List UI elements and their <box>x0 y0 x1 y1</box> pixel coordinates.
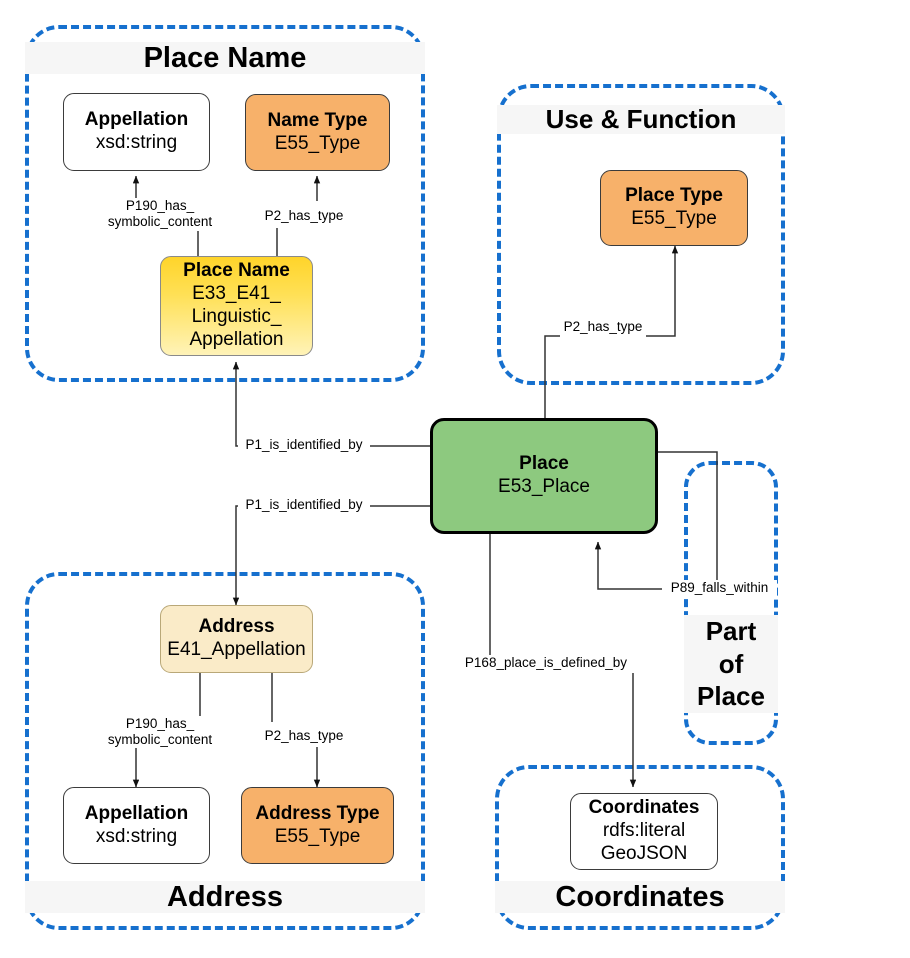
edge-label-p1-place-name: P1_is_identified_by <box>238 437 370 453</box>
group-use-function <box>497 84 785 385</box>
node-subtitle: E55_Type <box>274 132 361 154</box>
group-coordinates <box>495 765 785 930</box>
node-name-type[interactable]: Name Type E55_Type <box>245 94 390 171</box>
node-address-type[interactable]: Address Type E55_Type <box>241 787 394 864</box>
node-subtitle: xsd:string <box>95 132 178 153</box>
node-subtitle: E55_Type <box>274 825 361 847</box>
node-place-type[interactable]: Place Type E55_Type <box>600 170 748 246</box>
node-title: Address <box>198 616 275 638</box>
node-title: Address Type <box>255 802 380 824</box>
node-appellation-address[interactable]: Appellation xsd:string <box>63 787 210 864</box>
group-place-name <box>25 25 425 382</box>
node-title: Place <box>519 453 569 475</box>
edge-label-p190-address: P190_has_ symbolic_content <box>95 716 225 748</box>
group-title-address: Address <box>25 881 425 914</box>
node-subtitle: rdfs:literal GeoJSON <box>600 820 688 864</box>
group-address <box>25 572 425 930</box>
edge-label-p2-place-type: P2_has_type <box>560 319 646 335</box>
edge-label-p2-name-type: P2_has_type <box>252 208 356 224</box>
group-part-of-place <box>684 461 778 745</box>
node-subtitle: E33_E41_ Linguistic_ Appellation <box>189 283 284 350</box>
node-subtitle: xsd:string <box>95 825 178 847</box>
node-place-name[interactable]: Place Name E33_E41_ Linguistic_ Appellat… <box>160 256 313 356</box>
node-title: Place Name <box>183 260 290 282</box>
node-title: Name Type <box>267 109 368 131</box>
group-title-place-name: Place Name <box>25 42 425 75</box>
node-title: Place Type <box>625 185 723 207</box>
edge-label-p168-defined-by: P168_place_is_defined_by <box>460 655 632 671</box>
node-subtitle: E41_Appellation <box>167 639 306 660</box>
node-subtitle: E55_Type <box>631 208 717 229</box>
edge-label-p2-address-type: P2_has_type <box>252 728 356 744</box>
node-appellation-name[interactable]: Appellation xsd:string <box>63 93 210 171</box>
edge-label-p89-falls-within: P89_falls_within <box>662 580 777 596</box>
edge-label-p1-address: P1_is_identified_by <box>238 497 370 513</box>
node-address[interactable]: Address E41_Appellation <box>160 605 313 673</box>
group-title-part-of-place: Part of Place <box>684 615 778 713</box>
node-title: Appellation <box>84 802 189 824</box>
node-place[interactable]: Place E53_Place <box>430 418 658 534</box>
node-coordinates[interactable]: Coordinates rdfs:literal GeoJSON <box>570 793 718 870</box>
group-title-use-function: Use & Function <box>497 104 785 135</box>
node-title: Coordinates <box>588 797 700 819</box>
edge-label-p190-name: P190_has_ symbolic_content <box>95 198 225 230</box>
node-title: Appellation <box>84 109 189 131</box>
group-title-coordinates: Coordinates <box>495 881 785 914</box>
node-subtitle: E53_Place <box>498 476 590 497</box>
